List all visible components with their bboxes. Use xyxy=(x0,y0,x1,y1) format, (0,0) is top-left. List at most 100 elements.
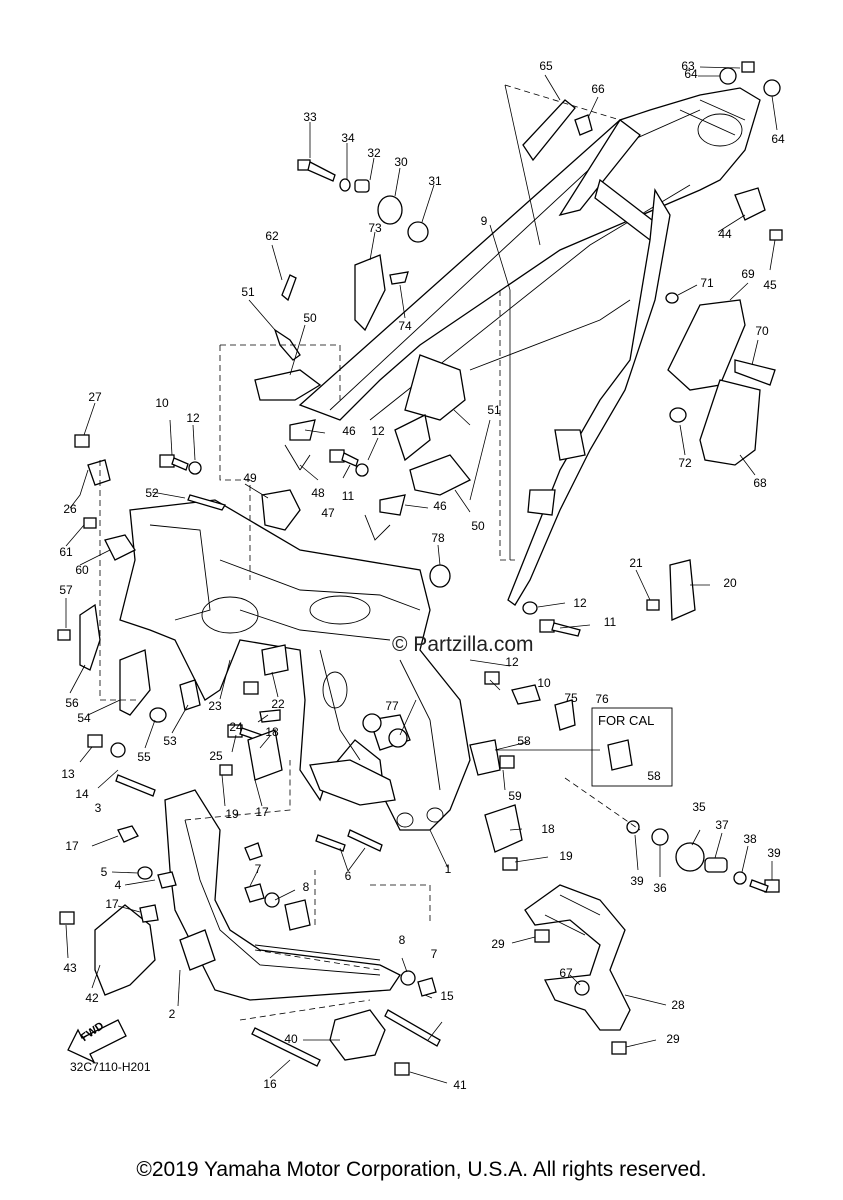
fwd-arrow-icon xyxy=(67,1019,127,1064)
callout-9: 9 xyxy=(481,214,488,228)
callout-65: 65 xyxy=(539,59,553,73)
callout-3: 3 xyxy=(95,801,102,815)
callout-64: 64 xyxy=(684,67,698,81)
callout-73: 73 xyxy=(368,221,382,235)
callout-76: 76 xyxy=(595,692,609,706)
callout-8: 8 xyxy=(399,933,406,947)
callout-8: 8 xyxy=(303,880,310,894)
callout-19: 19 xyxy=(559,849,573,863)
callout-74: 74 xyxy=(398,319,412,333)
callout-57: 57 xyxy=(59,583,73,597)
callout-41: 41 xyxy=(453,1078,467,1092)
callout-55: 55 xyxy=(137,750,151,764)
callout-32: 32 xyxy=(367,146,381,160)
callout-64: 64 xyxy=(771,132,785,146)
watermark-text: © Partzilla.com xyxy=(392,633,534,656)
callout-10: 10 xyxy=(155,396,169,410)
callout-39: 39 xyxy=(630,874,644,888)
callout-34: 34 xyxy=(341,131,355,145)
callout-1: 1 xyxy=(445,862,452,876)
callout-15: 15 xyxy=(440,989,454,1003)
callout-71: 71 xyxy=(700,276,714,290)
callout-18: 18 xyxy=(541,822,555,836)
callout-17: 17 xyxy=(65,839,79,853)
callout-7: 7 xyxy=(255,862,262,876)
callout-77: 77 xyxy=(385,699,399,713)
callout-66: 66 xyxy=(591,82,605,96)
callout-20: 20 xyxy=(723,576,737,590)
callout-52: 52 xyxy=(145,486,159,500)
callout-46: 46 xyxy=(433,499,447,513)
callout-47: 47 xyxy=(321,506,335,520)
callout-6: 6 xyxy=(345,869,352,883)
callout-69: 69 xyxy=(741,267,755,281)
callout-44: 44 xyxy=(718,227,732,241)
callout-51: 51 xyxy=(487,403,501,417)
callout-5: 5 xyxy=(101,865,108,879)
callout-46: 46 xyxy=(342,424,356,438)
callout-4: 4 xyxy=(115,878,122,892)
hardware xyxy=(57,61,783,1076)
callout-19: 19 xyxy=(225,807,239,821)
callout-17: 17 xyxy=(255,805,269,819)
callout-33: 33 xyxy=(303,110,317,124)
rear-bracket xyxy=(524,884,631,1031)
callout-12: 12 xyxy=(505,655,519,669)
callout-2: 2 xyxy=(169,1007,176,1021)
callout-35: 35 xyxy=(692,800,706,814)
for-cal-label: FOR CAL xyxy=(598,713,655,728)
leader-lines xyxy=(65,66,778,1084)
lower-cradle xyxy=(164,789,401,1001)
rear-subframe xyxy=(298,87,761,606)
callout-39: 39 xyxy=(767,846,781,860)
callout-56: 56 xyxy=(65,696,79,710)
callout-26: 26 xyxy=(63,502,77,516)
callout-12: 12 xyxy=(186,411,200,425)
callout-51: 51 xyxy=(241,285,255,299)
callout-48: 48 xyxy=(311,486,325,500)
callout-18: 18 xyxy=(265,725,279,739)
callout-22: 22 xyxy=(271,697,285,711)
callout-59: 59 xyxy=(508,789,522,803)
callout-10: 10 xyxy=(537,676,551,690)
callout-37: 37 xyxy=(715,818,729,832)
callout-50: 50 xyxy=(303,311,317,325)
callout-45: 45 xyxy=(763,278,777,292)
copyright-notice: ©2019 Yamaha Motor Corporation, U.S.A. A… xyxy=(136,1158,707,1181)
callout-13: 13 xyxy=(61,767,75,781)
side-covers xyxy=(94,904,386,1061)
callout-7: 7 xyxy=(431,947,438,961)
callout-62: 62 xyxy=(265,229,279,243)
callout-11: 11 xyxy=(604,615,617,629)
callout-58: 58 xyxy=(647,769,661,783)
callout-12: 12 xyxy=(573,596,587,610)
callout-67: 67 xyxy=(559,966,573,980)
callout-21: 21 xyxy=(629,556,643,570)
callout-30: 30 xyxy=(394,155,408,169)
callout-72: 72 xyxy=(678,456,692,470)
for-cal-box xyxy=(591,707,673,787)
callout-16: 16 xyxy=(263,1077,277,1091)
diagram-code: 32C7110-H201 xyxy=(70,1060,151,1074)
callout-36: 36 xyxy=(653,881,667,895)
callout-50: 50 xyxy=(471,519,485,533)
callout-29: 29 xyxy=(491,937,505,951)
callout-23: 23 xyxy=(208,699,222,713)
callout-31: 31 xyxy=(428,174,442,188)
callout-63: 63 xyxy=(681,59,695,73)
callout-68: 68 xyxy=(753,476,767,490)
callout-75: 75 xyxy=(564,691,578,705)
callout-42: 42 xyxy=(85,991,99,1005)
callout-61: 61 xyxy=(59,545,73,559)
callout-53: 53 xyxy=(163,734,177,748)
callout-17: 17 xyxy=(105,897,119,911)
callout-24: 24 xyxy=(229,720,243,734)
callout-11: 11 xyxy=(342,489,355,503)
main-frame xyxy=(119,499,471,831)
callout-54: 54 xyxy=(77,711,91,725)
callout-27: 27 xyxy=(88,390,102,404)
callout-78: 78 xyxy=(431,531,445,545)
callout-49: 49 xyxy=(243,471,257,485)
